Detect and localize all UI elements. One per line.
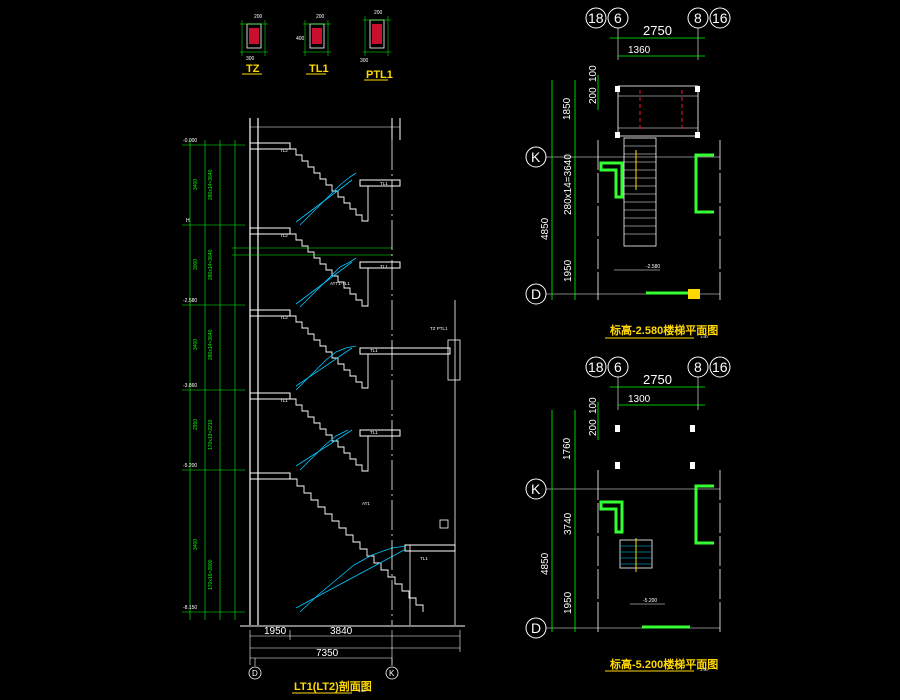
plan-top-dim-3640: 280x14=3640 xyxy=(563,154,574,215)
axis-bubble-d xyxy=(248,666,262,680)
svg-text:AT1: AT1 xyxy=(362,501,370,506)
svg-text:TL1: TL1 xyxy=(370,348,378,353)
axis-bubble-k-label: K xyxy=(389,669,395,678)
svg-text:TL1: TL1 xyxy=(380,264,388,269)
svg-text:TL1: TL1 xyxy=(280,398,288,403)
svg-text:TZ PTL1: TZ PTL1 xyxy=(430,326,448,331)
detail-tz-dim: 200 xyxy=(254,14,263,20)
detail-tl1: TL1 200 400 xyxy=(296,14,331,75)
plan-bottom-scale: 1:50 xyxy=(700,667,709,672)
svg-text:3400: 3400 xyxy=(193,539,199,550)
detail-tl1-dim-c: 400 xyxy=(296,36,305,42)
plan-bottom-dim-1760: 1760 xyxy=(562,437,573,460)
plan-top-axis-8: 8 xyxy=(694,10,702,26)
detail-ptl1-label: PTL1 xyxy=(366,69,393,81)
svg-text:280x14=3640: 280x14=3640 xyxy=(208,249,214,280)
svg-text:280x14=3640: 280x14=3640 xyxy=(208,169,214,200)
svg-text:170x16=2800: 170x16=2800 xyxy=(208,559,214,590)
svg-text:170x13=2210: 170x13=2210 xyxy=(208,419,214,450)
plan-bottom-axis-18: 18 xyxy=(588,359,604,375)
svg-text:280x14=3640: 280x14=3640 xyxy=(208,329,214,360)
plan-top-dim-100: 100 xyxy=(588,65,599,82)
detail-tz-label: TZ xyxy=(246,63,260,75)
svg-text:-3.860: -3.860 xyxy=(183,383,197,389)
svg-text:TL1: TL1 xyxy=(420,556,428,561)
plan-top-dim-1950: 1950 xyxy=(563,259,574,282)
plan-top-axis-16: 16 xyxy=(712,10,728,26)
section-title: LT1(LT2)剖面图 xyxy=(294,679,372,693)
svg-text:3400: 3400 xyxy=(193,339,199,350)
svg-text:TL2: TL2 xyxy=(280,148,288,153)
plan-top-title: 标高-2.580楼梯平面图 xyxy=(609,323,718,337)
plan-bottom-dim-200: 200 xyxy=(588,419,599,436)
detail-ptl1-dim-b: 300 xyxy=(360,58,369,64)
detail-ptl1: PTL1 200 300 xyxy=(360,10,393,81)
plan-top-dim-1850: 1850 xyxy=(562,97,573,120)
plan-bottom: 18 6 8 16 2750 1300 K D 1760 3740 1950 4… xyxy=(525,356,731,672)
plan-bottom-dim-1300: 1300 xyxy=(628,394,651,405)
svg-text:-2.580: -2.580 xyxy=(646,264,660,270)
svg-text:-8.150: -8.150 xyxy=(183,605,197,611)
detail-tl1-label: TL1 xyxy=(309,63,329,75)
svg-text:H: H xyxy=(186,218,190,224)
svg-text:3400: 3400 xyxy=(193,179,199,190)
detail-tl1-dim: 200 xyxy=(316,14,325,20)
detail-tz: TZ 200 300 xyxy=(240,14,268,75)
section-dim-1950: 1950 xyxy=(264,626,287,637)
svg-text:-5.200: -5.200 xyxy=(643,598,657,604)
svg-text:-2.580: -2.580 xyxy=(183,298,197,304)
plan-top-axis-k: K xyxy=(531,149,541,165)
section-dim-3840: 3840 xyxy=(330,626,353,637)
plan-top-scale: 1:50 xyxy=(700,334,709,339)
plan-top-dim-2750: 2750 xyxy=(643,23,672,38)
plan-top: 18 6 8 16 2750 1360 K D 1850 280x14=3640… xyxy=(525,7,731,339)
axis-bubble-k xyxy=(385,666,399,680)
plan-top-axis-d: D xyxy=(531,286,541,302)
plan-bottom-dim-4850: 4850 xyxy=(540,552,551,575)
detail-tz-dim-b: 300 xyxy=(246,56,255,62)
plan-top-axis-18: 18 xyxy=(588,10,604,26)
plan-top-dim-4850: 4850 xyxy=(540,217,551,240)
svg-text:3000: 3000 xyxy=(193,259,199,270)
plan-top-axis-6: 6 xyxy=(614,10,622,26)
section-dim-total: 7350 xyxy=(316,648,339,659)
stair-section: -0.000 H -2.580 -3.860 -5.200 -8.150 280… xyxy=(182,118,465,694)
axis-bubble-d-label: D xyxy=(252,669,258,678)
plan-top-dim-1360: 1360 xyxy=(628,45,651,56)
section-scale: 1:50 xyxy=(358,688,367,693)
svg-text:-5.200: -5.200 xyxy=(183,463,197,469)
svg-text:TL1: TL1 xyxy=(380,181,388,186)
plan-bottom-axis-8: 8 xyxy=(694,359,702,375)
plan-bottom-axis-6: 6 xyxy=(614,359,622,375)
svg-text:ATT1-TL1: ATT1-TL1 xyxy=(330,281,350,286)
plan-bottom-dim-2750: 2750 xyxy=(643,372,672,387)
svg-text:TL2: TL2 xyxy=(280,233,288,238)
svg-text:TL1: TL1 xyxy=(370,430,378,435)
detail-ptl1-dim: 200 xyxy=(374,10,383,16)
plan-bottom-dim-3740: 3740 xyxy=(563,512,574,535)
plan-bottom-title: 标高-5.200楼梯平面图 xyxy=(609,657,718,671)
plan-bottom-dim-1950: 1950 xyxy=(563,591,574,614)
plan-top-dim-200: 200 xyxy=(588,87,599,104)
plan-bottom-axis-d: D xyxy=(531,620,541,636)
svg-text:-0.000: -0.000 xyxy=(183,138,197,144)
svg-text:2950: 2950 xyxy=(193,419,199,430)
plan-bottom-axis-16: 16 xyxy=(712,359,728,375)
svg-text:TL2: TL2 xyxy=(280,315,288,320)
plan-bottom-axis-k: K xyxy=(531,481,541,497)
plan-bottom-dim-100: 100 xyxy=(588,397,599,414)
